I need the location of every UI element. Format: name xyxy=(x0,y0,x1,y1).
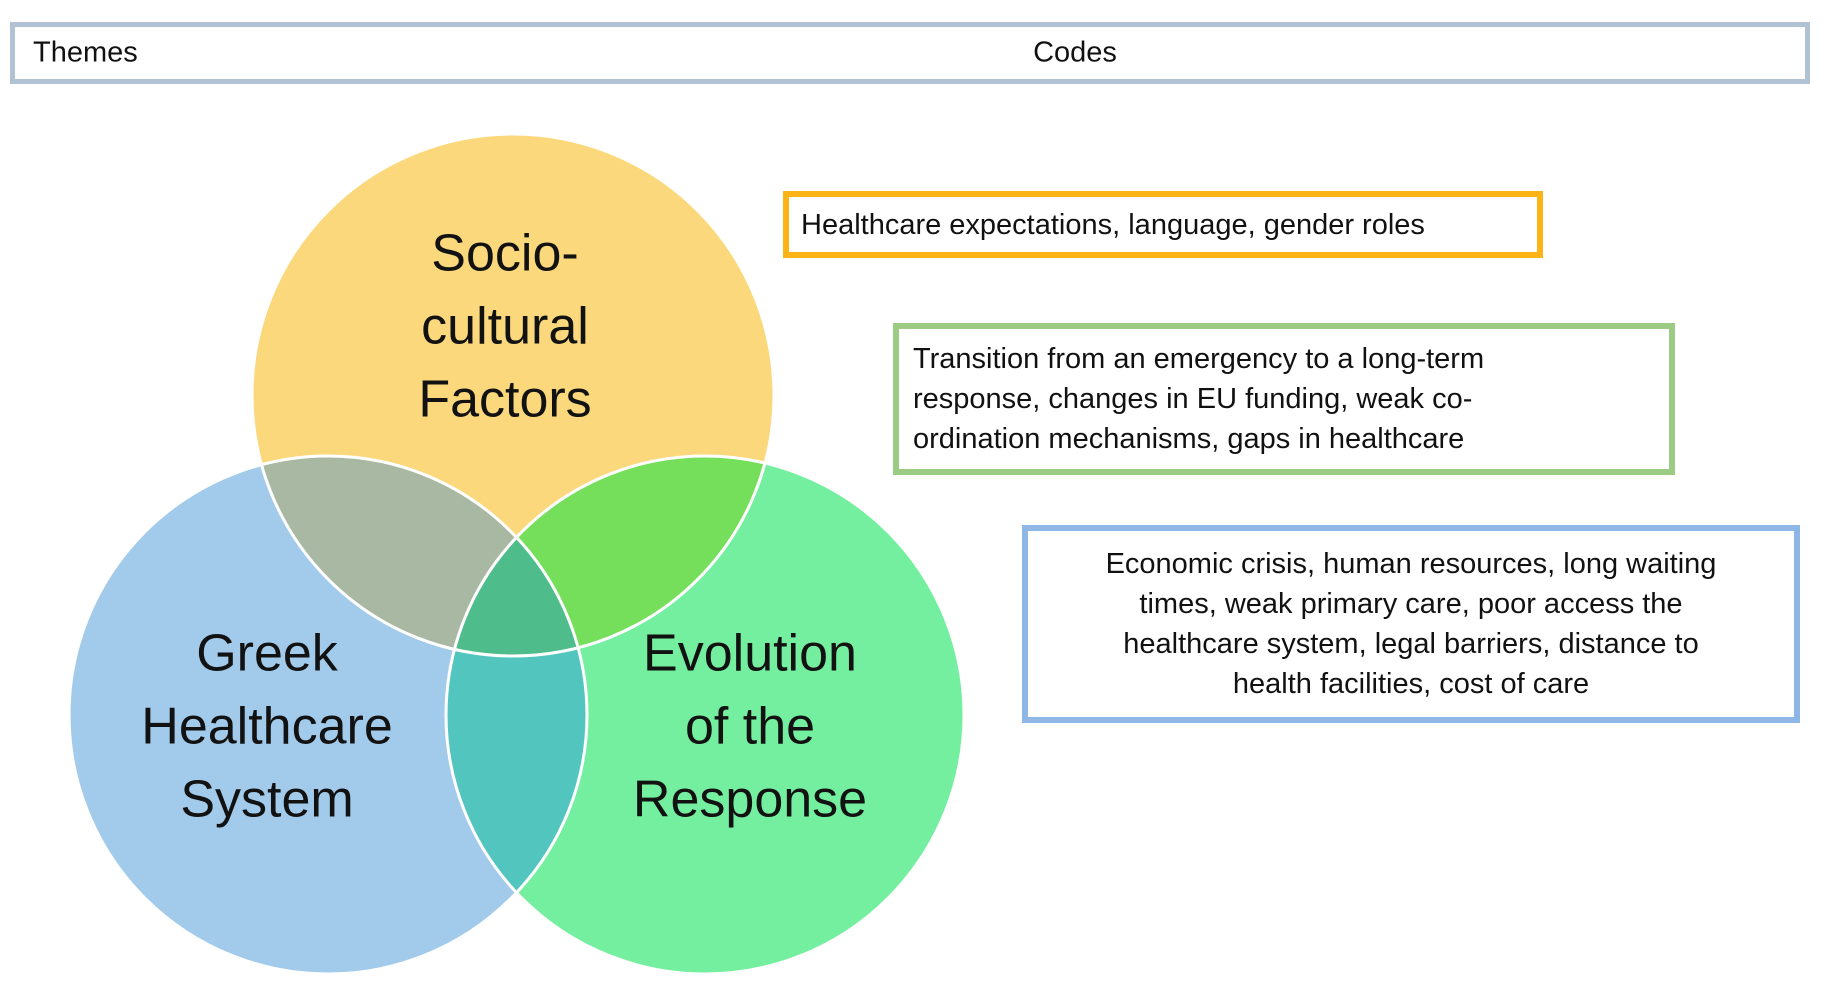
codes-text-line: times, weak primary care, poor access th… xyxy=(1139,588,1683,620)
codes-text-line: ordination mechanisms, gaps in healthcar… xyxy=(913,423,1465,455)
codes-text-line: response, changes in EU funding, weak co… xyxy=(913,383,1473,415)
codes-text-line: health facilities, cost of care xyxy=(1232,668,1590,700)
codes-column-header: Codes xyxy=(1033,36,1117,69)
themes-column-header: Themes xyxy=(33,36,138,69)
venn-overlap-socio-evolution xyxy=(446,456,774,656)
codes-text-line: Transition from an emergency to a long-t… xyxy=(913,343,1485,375)
codes-box-socio-cultural: Healthcare expectations, language, gende… xyxy=(783,191,1543,258)
codes-box-greek-healthcare: Economic crisis, human resources, long w… xyxy=(1022,525,1800,723)
theme-label-evolution-of-the-response: Evolution of the Response xyxy=(633,618,867,837)
codes-text-line: Healthcare expectations, language, gende… xyxy=(801,208,1425,241)
codes-text-line: Economic crisis, human resources, long w… xyxy=(1105,548,1717,580)
theme-label-line: of the xyxy=(684,697,816,756)
theme-label-line: Healthcare xyxy=(141,697,393,756)
theme-label-socio-cultural-factors: Socio- cultural Factors xyxy=(418,218,591,437)
header-bar: Themes Codes xyxy=(10,22,1810,84)
codes-text-line: healthcare system, legal barriers, dista… xyxy=(1123,628,1699,660)
codes-box-evolution: Transition from an emergency to a long-t… xyxy=(893,323,1675,475)
theme-label-line: Evolution xyxy=(643,624,857,683)
theme-label-line: System xyxy=(180,770,354,829)
theme-label-line: Greek xyxy=(196,624,338,683)
theme-label-greek-healthcare-system: Greek Healthcare System xyxy=(141,618,392,837)
theme-label-line: Factors xyxy=(418,370,592,429)
theme-label-line: Response xyxy=(632,770,868,829)
theme-label-line: cultural xyxy=(421,297,589,356)
venn-circle-outlines xyxy=(67,132,966,976)
theme-label-line: Socio- xyxy=(431,224,579,283)
venn-overlap-socio-greek xyxy=(252,456,587,656)
